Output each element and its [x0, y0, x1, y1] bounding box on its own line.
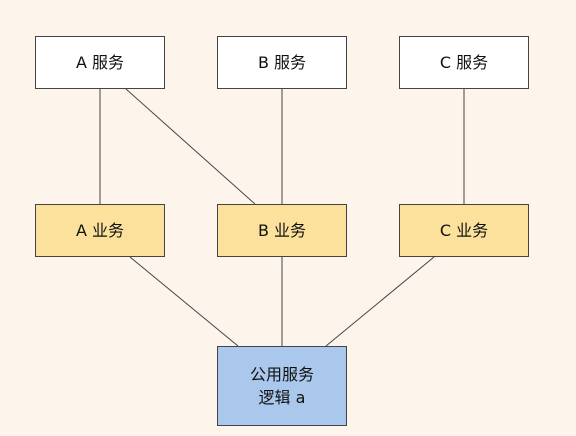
edge-a-service-b-business — [125, 88, 256, 205]
business-b-label: B 业务 — [257, 220, 307, 240]
edge-c-business-common — [325, 256, 435, 347]
common-service-line2: 逻辑 a — [258, 388, 306, 407]
service-b-box: B 服务 — [217, 36, 347, 89]
business-a-label: A 业务 — [75, 220, 125, 240]
service-b-label: B 服务 — [257, 52, 307, 72]
service-a-box: A 服务 — [35, 36, 165, 89]
service-a-label: A 服务 — [75, 52, 125, 72]
business-c-label: C 业务 — [439, 220, 489, 240]
edge-a-business-common — [129, 256, 239, 347]
service-c-box: C 服务 — [399, 36, 529, 89]
business-b-box: B 业务 — [217, 204, 347, 257]
common-service-box: 公用服务 逻辑 a — [217, 346, 347, 426]
service-c-label: C 服务 — [439, 52, 489, 72]
business-a-box: A 业务 — [35, 204, 165, 257]
common-service-line1: 公用服务 — [249, 364, 314, 384]
business-c-box: C 业务 — [399, 204, 529, 257]
